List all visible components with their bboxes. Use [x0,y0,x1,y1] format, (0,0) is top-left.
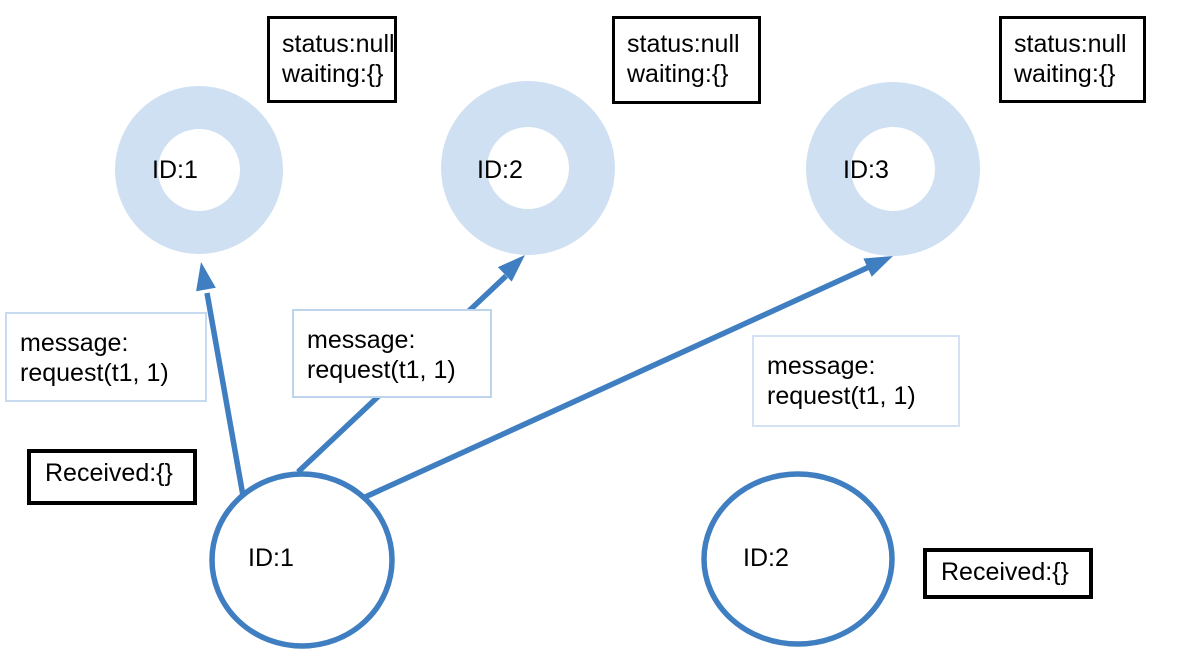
status-line: status:null [1014,30,1127,58]
received-label: Received:{} [45,459,173,487]
message-box-1: message: request(t1, 1) [5,312,207,402]
message-payload: request(t1, 1) [20,359,169,387]
request-arrow-head-3 [863,256,893,277]
waiting-line: waiting:{} [627,60,729,88]
top-node-ring-2 [441,81,615,255]
message-payload: request(t1, 1) [307,356,456,384]
message-label: message: [767,352,876,380]
top-node-label-2: ID:2 [477,156,523,184]
received-label: Received:{} [941,558,1069,586]
top-node-label-3: ID:3 [843,156,889,184]
bottom-node-label-1: ID:1 [248,544,294,572]
message-label: message: [307,326,416,354]
received-box-1: Received:{} [27,449,197,505]
status-line: status:null [627,30,740,58]
request-arrow-1 [204,292,248,508]
message-box-3: message: request(t1, 1) [752,335,960,427]
status-line: status:null [282,30,395,58]
status-box-1: status:null waiting:{} [267,16,397,103]
message-box-2: message: request(t1, 1) [292,309,492,398]
status-box-2: status:null waiting:{} [612,16,761,104]
bottom-node-label-2: ID:2 [743,544,789,572]
waiting-line: waiting:{} [282,60,384,88]
top-node-ring-1 [115,86,283,254]
top-node-label-1: ID:1 [152,156,198,184]
status-box-3: status:null waiting:{} [999,16,1146,103]
received-box-2: Received:{} [923,548,1093,599]
top-node-ring-3 [806,82,980,256]
request-arrow-head-1 [196,262,216,292]
bottom-node-circle-2 [701,471,895,647]
request-arrow-3 [361,264,871,501]
message-label: message: [20,329,129,357]
message-payload: request(t1, 1) [767,382,916,410]
waiting-line: waiting:{} [1014,60,1116,88]
request-arrow-head-2 [497,255,525,282]
bottom-node-circle-1 [209,471,395,649]
